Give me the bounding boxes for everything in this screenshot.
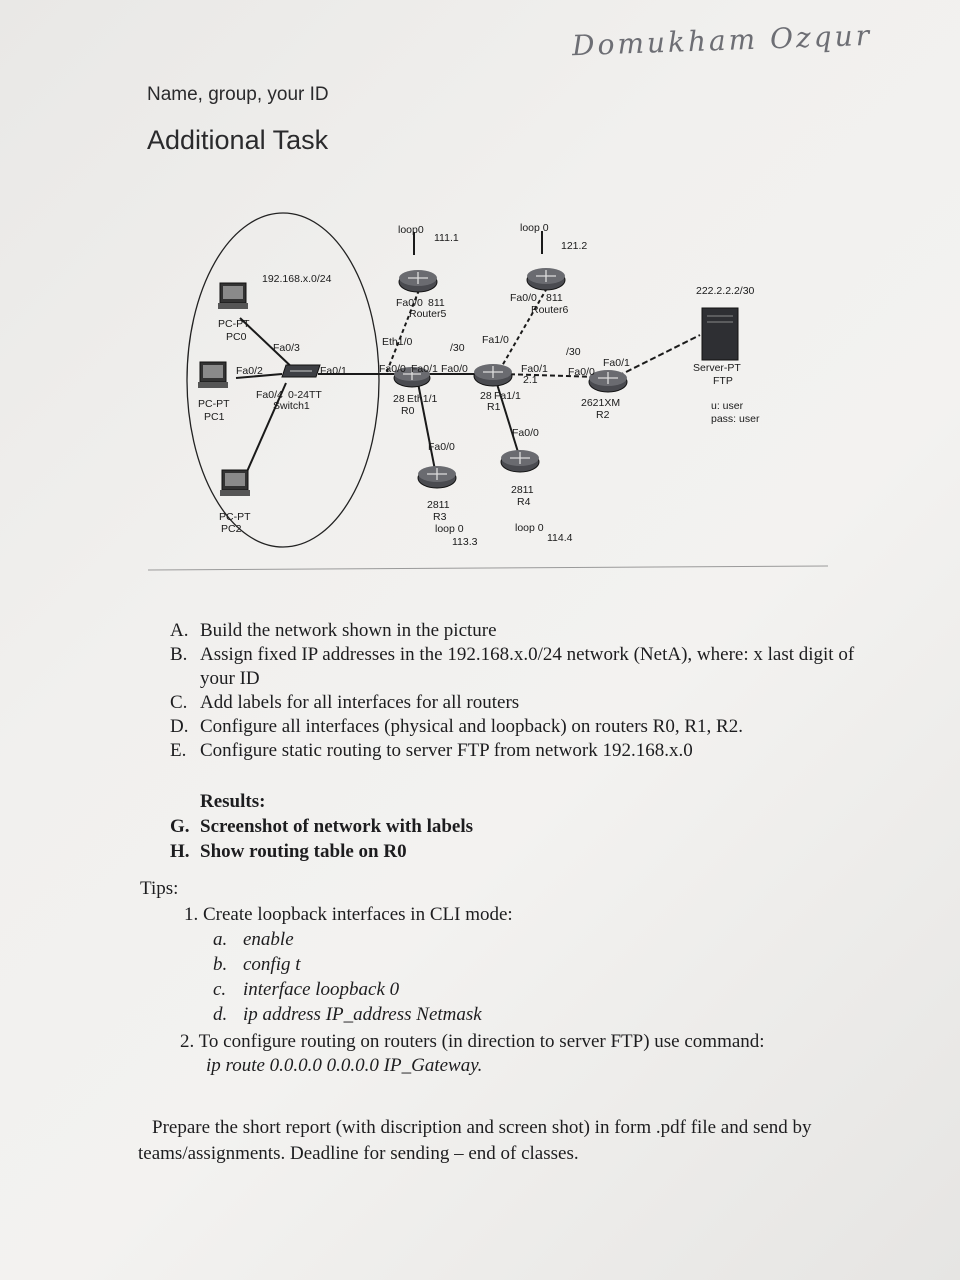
switch-name: Switch1	[273, 400, 310, 412]
r4-icon	[500, 450, 540, 473]
tips-step-1: 1. Create loopback interfaces in CLI mod…	[184, 904, 513, 925]
pc0-name: PC0	[226, 331, 247, 343]
r3-loop-ip: 113.3	[452, 536, 478, 548]
tips-sub-b: b.config t	[213, 954, 301, 975]
router6-port: Fa0/0	[510, 292, 537, 304]
result-g: G.Screenshot of network with labels	[170, 816, 474, 837]
r0-eth11: Eth1/1	[407, 393, 438, 405]
r1-fa11: Fa1/1	[494, 390, 521, 402]
pc1-type: PC-PT	[198, 398, 230, 410]
lan-network-label: 192.168.x.0/24	[262, 273, 332, 285]
r3-fa00: Fa0/0	[428, 441, 455, 453]
r1-fa01: Fa0/1	[521, 363, 548, 375]
router5-name: Router5	[409, 308, 447, 320]
r4-model: 2811	[511, 484, 534, 496]
r3-icon	[417, 466, 457, 489]
server-network: 222.2.2.2/30	[696, 285, 755, 297]
task-a: A.Build the network shown in the picture	[170, 620, 497, 641]
tips-command: ip route 0.0.0.0 0.0.0.0 IP_Gateway.	[206, 1055, 483, 1076]
tips-sub-a: a.enable	[213, 929, 294, 950]
tips-sub-c: c.interface loopback 0	[213, 979, 400, 1000]
r1-model: 28	[480, 390, 492, 402]
task-d: D.Configure all interfaces (physical and…	[170, 716, 743, 737]
r0-fa00: Fa0/0	[379, 363, 406, 375]
r3-model: 2811	[427, 499, 450, 511]
network-diagram	[147, 212, 829, 571]
r1-name: R1	[487, 401, 501, 413]
r4-fa00: Fa0/0	[512, 427, 539, 439]
r1-fa00: Fa0/0	[441, 363, 468, 375]
sw-port-fa04: Fa0/4	[256, 389, 283, 401]
sw-port-fa03: Fa0/3	[273, 342, 300, 354]
r0-slash30: /30	[450, 342, 465, 354]
r2-icon	[588, 370, 628, 393]
task-b-cont: your ID	[200, 668, 260, 689]
result-h: H.Show routing table on R0	[170, 841, 407, 862]
r0-eth10: Eth1/0	[382, 336, 413, 348]
r0-model: 28	[393, 393, 405, 405]
pc0-type: PC-PT	[218, 318, 250, 330]
results-title: Results:	[200, 791, 266, 812]
router5-port: Fa0/0	[396, 297, 423, 309]
r4-name: R4	[517, 496, 531, 508]
pc0-icon	[218, 282, 248, 309]
pc2-name: PC2	[221, 523, 242, 535]
server-icon	[701, 307, 739, 361]
router6-loop: loop 0	[520, 222, 549, 234]
r3-loop: loop 0	[435, 523, 464, 535]
r2-name: R2	[596, 409, 610, 421]
diagram-separator	[147, 565, 829, 571]
pc1-name: PC1	[204, 411, 225, 423]
router5-loop: loop0	[398, 224, 424, 236]
tips-step-2: 2. To configure routing on routers (in d…	[180, 1031, 765, 1052]
server-pass: pass: user	[711, 413, 760, 425]
r2-fa00: Fa0/0	[568, 366, 595, 378]
router6-icon	[526, 268, 566, 291]
router6-name: Router6	[531, 304, 569, 316]
r0-fa01: Fa0/1	[411, 363, 438, 375]
links	[235, 231, 701, 493]
footer-line-2: teams/assignments. Deadline for sending …	[138, 1143, 579, 1164]
server-model: Server-PT	[693, 362, 741, 374]
router5-model: 811	[428, 297, 445, 309]
sw-port-fa01: Fa0/1	[320, 365, 347, 377]
router6-loop-ip: 121.2	[561, 240, 588, 252]
r4-loop-ip: 114.4	[547, 532, 573, 544]
server-user: u: user	[711, 400, 744, 412]
router5-icon	[398, 270, 438, 293]
tips-sub-d: d.ip address IP_address Netmask	[213, 1004, 482, 1025]
r2-fa01: Fa0/1	[603, 357, 630, 369]
r0-name: R0	[401, 405, 415, 417]
router6-model: 811	[546, 292, 563, 304]
page-title: Additional Task	[147, 125, 329, 155]
r0-icon	[393, 367, 431, 388]
tips-title: Tips:	[140, 878, 179, 899]
sw-port-fa02: Fa0/2	[236, 365, 263, 377]
r2-model: 2621XM	[581, 397, 621, 409]
r3-name: R3	[433, 511, 447, 523]
switch-model: 0-24TT	[288, 389, 322, 401]
server-name: FTP	[713, 375, 733, 387]
task-b: B.Assign fixed IP addresses in the 192.1…	[170, 644, 855, 665]
task-c: C.Add labels for all interfaces for all …	[170, 692, 520, 713]
lan-ellipse	[186, 212, 380, 548]
pc2-icon	[220, 469, 250, 496]
footer-line-1: Prepare the short report (with discripti…	[152, 1117, 812, 1138]
switch-icon	[281, 364, 321, 378]
r2-slash30: /30	[566, 346, 581, 358]
r1-icon	[473, 364, 513, 387]
pc2-type: PC-PT	[219, 511, 251, 523]
name-line: Name, group, your ID	[147, 84, 329, 105]
r4-loop: loop 0	[515, 522, 544, 534]
task-e: E.Configure static routing to server FTP…	[170, 740, 693, 761]
r1-ip-2-1: 2.1	[523, 374, 538, 386]
router5-loop-ip: 111.1	[434, 232, 459, 244]
r1-fa10: Fa1/0	[482, 334, 509, 346]
pc1-icon	[198, 361, 228, 388]
